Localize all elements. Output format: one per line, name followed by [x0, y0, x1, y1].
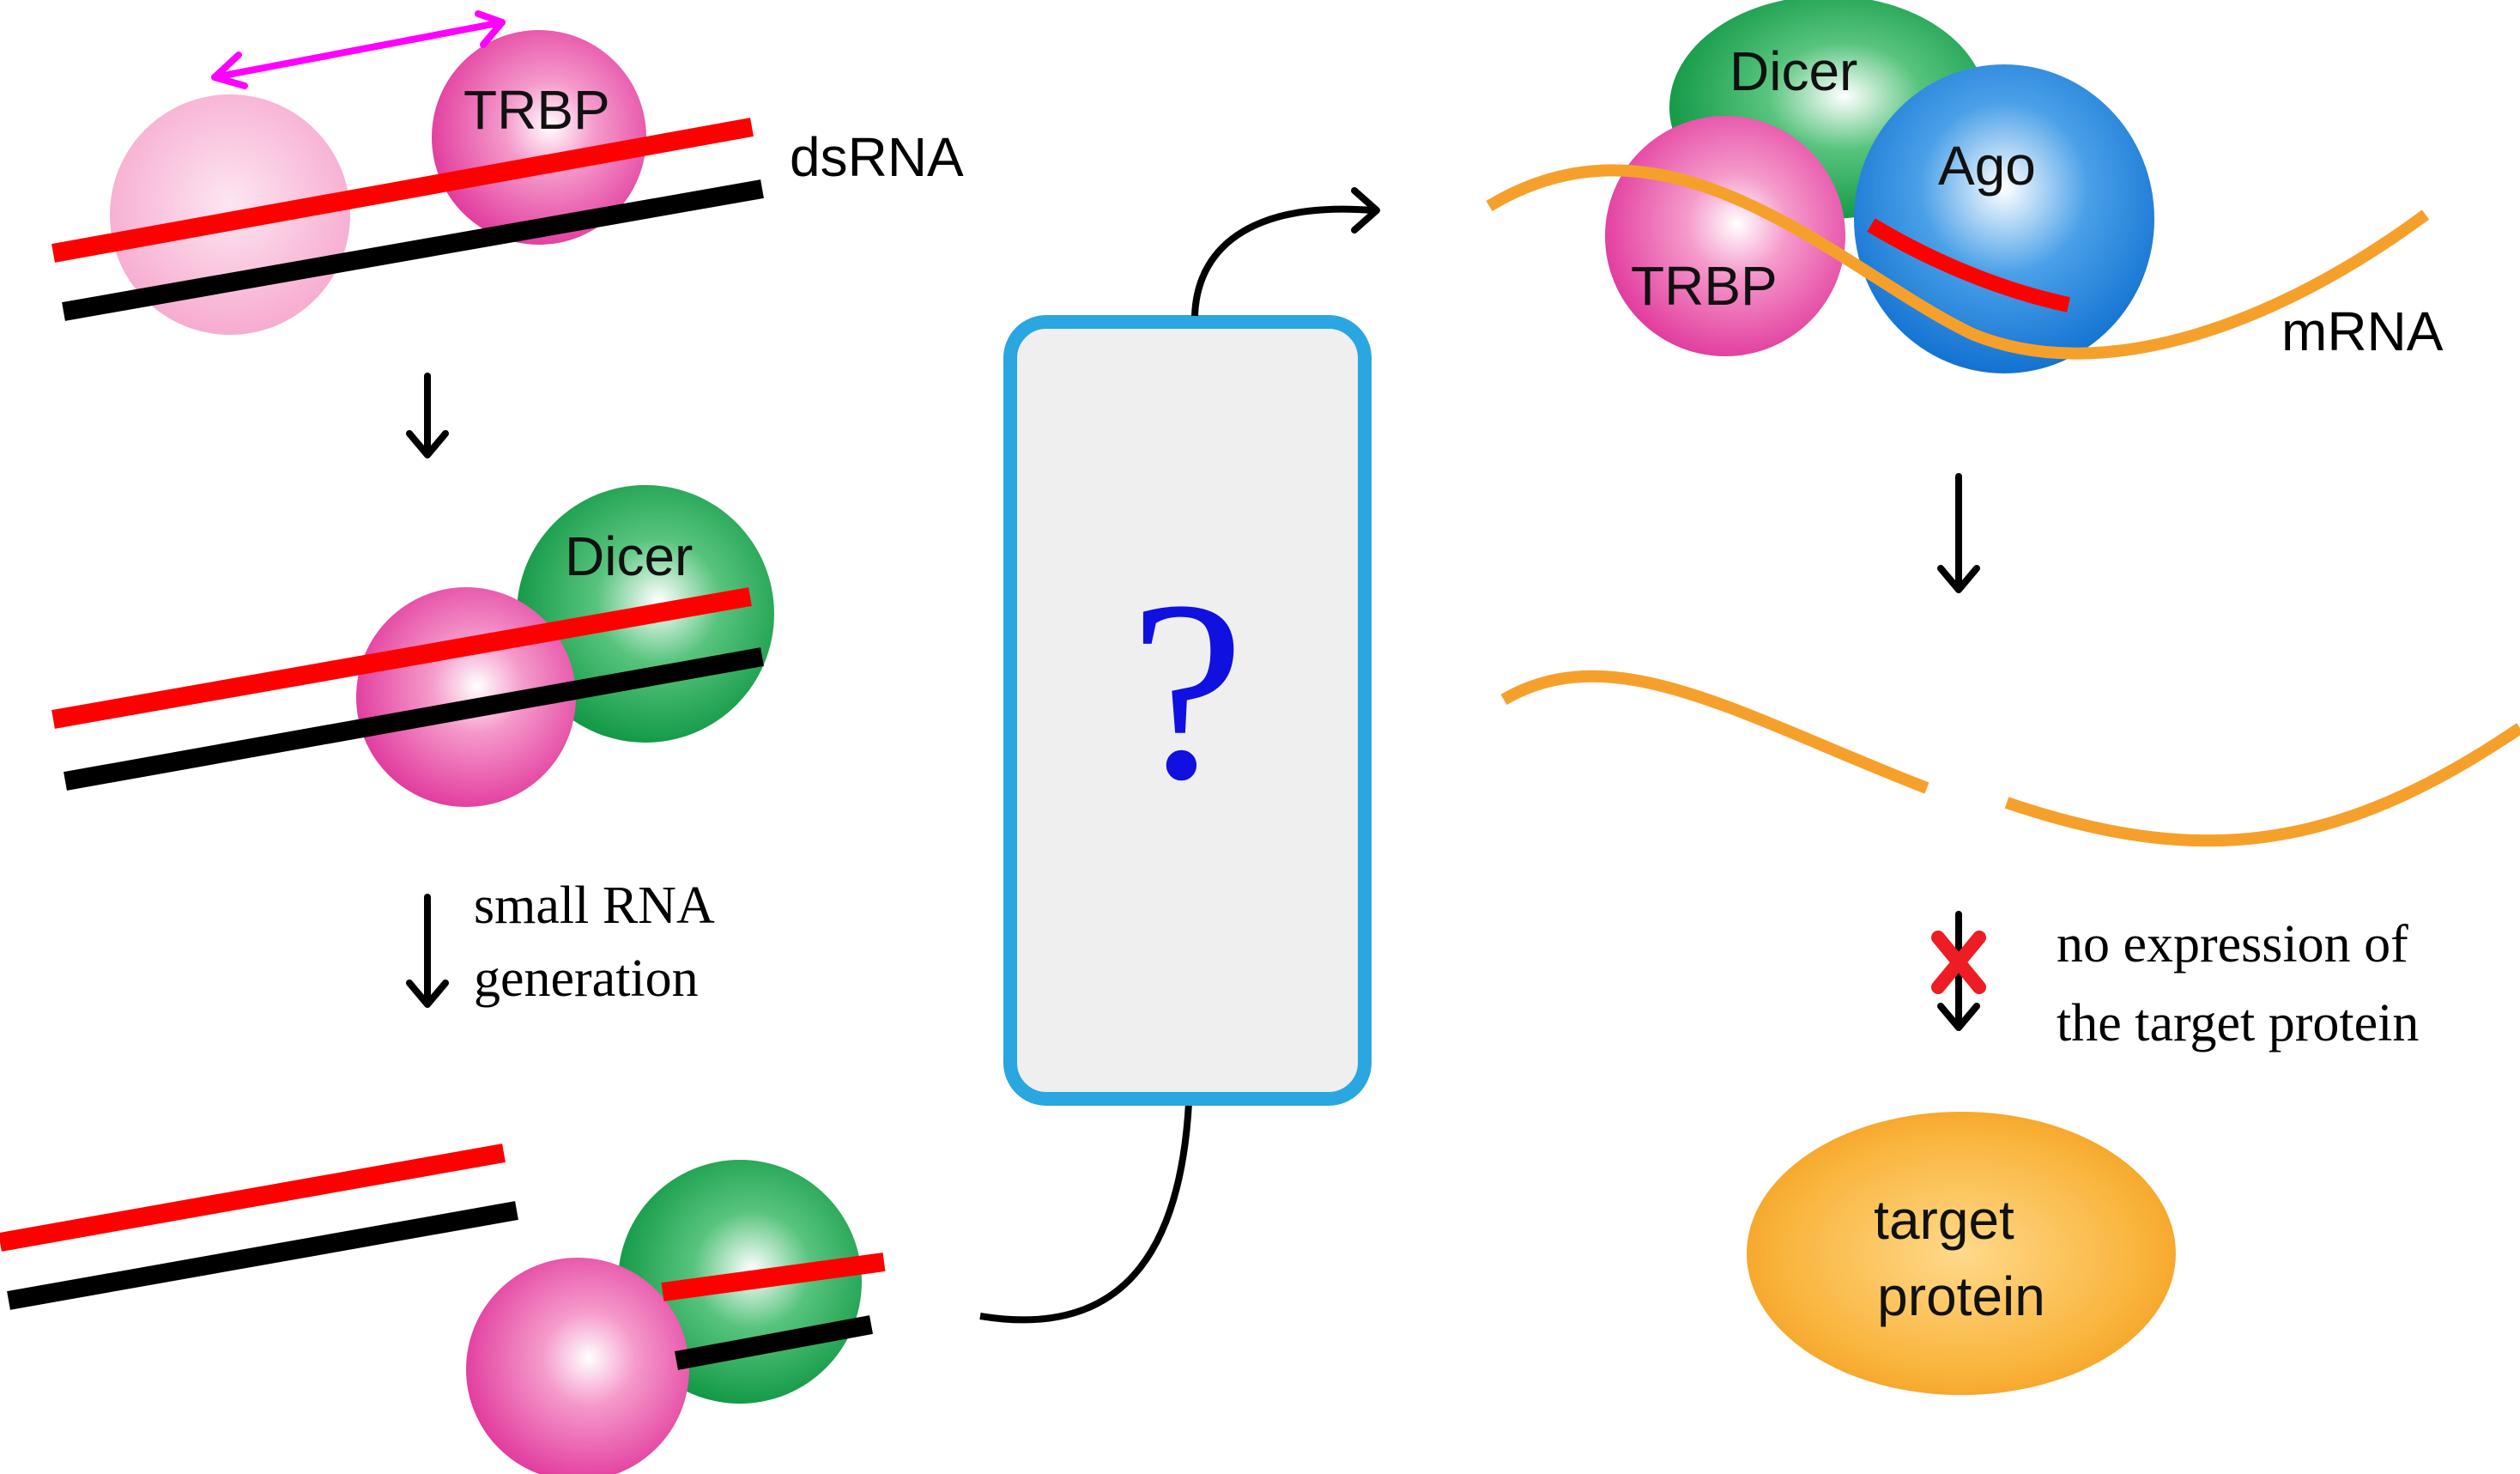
- trbp-label-top: TRBP: [463, 79, 610, 141]
- connector-curve-out: [1191, 205, 1372, 317]
- target-protein-ellipse: [1747, 1112, 2176, 1395]
- trbp-sphere-top: [432, 30, 646, 245]
- mrna-fragment-left: [1500, 670, 1929, 794]
- stage-small-rna: [0, 1143, 886, 1474]
- guide-rna-red-strand: [1867, 218, 2070, 312]
- released-red-strand: [0, 1143, 506, 1252]
- target-protein-line1: target: [1874, 1189, 2014, 1251]
- small-rna-red-strand: [661, 1253, 886, 1301]
- mid-red-strand: [51, 587, 752, 729]
- mid-black-strand: [64, 647, 764, 791]
- trbp-sphere-bottom: [466, 1258, 689, 1474]
- trbp-label-right: TRBP: [1631, 255, 1778, 317]
- stage-dicer-cleavage: Dicer: [51, 485, 774, 807]
- dsrna-label: dsRNA: [790, 126, 964, 188]
- mrna-fragment-right: [2004, 723, 2520, 847]
- x-mark-icon: [1931, 931, 1986, 994]
- dicer-label-right: Dicer: [1729, 40, 1857, 102]
- down-arrow-icon: [406, 373, 449, 458]
- unknown-step-box: [1003, 315, 1372, 1106]
- small-rna-label-line2: generation: [474, 949, 699, 1008]
- double-headed-arrow-icon: [211, 10, 506, 89]
- ago-ellipse: [1854, 64, 2154, 373]
- cleaved-mrna: [1500, 670, 2520, 847]
- released-black-strand: [7, 1201, 518, 1310]
- small-rna-black-strand: [674, 1315, 874, 1370]
- connector-curve-in: [979, 1102, 1192, 1324]
- dicer-label-mid: Dicer: [565, 525, 693, 587]
- stage-risc-complex: Dicer Ago TRBP mRNA: [1486, 0, 2444, 373]
- mrna-strand-top: [1486, 164, 2430, 360]
- question-mark: ?: [1130, 548, 1244, 833]
- dsrna-black-strand: [62, 179, 764, 321]
- small-rna-label-line1: small RNA: [474, 877, 715, 935]
- no-expression-line1: no expression of: [2057, 915, 2408, 974]
- ago-label: Ago: [1938, 135, 2036, 197]
- stage-trbp-dsrna: TRBP dsRNA: [51, 10, 964, 335]
- right-arrow-head-icon: [1351, 187, 1380, 234]
- mrna-label: mRNA: [2281, 300, 2444, 362]
- down-arrow-icon: [406, 894, 449, 1008]
- no-expression-line2: the target protein: [2057, 994, 2419, 1052]
- dsrna-red-strand: [51, 118, 754, 263]
- target-protein-line2: protein: [1877, 1265, 2045, 1327]
- down-arrow-icon: [1937, 473, 1980, 593]
